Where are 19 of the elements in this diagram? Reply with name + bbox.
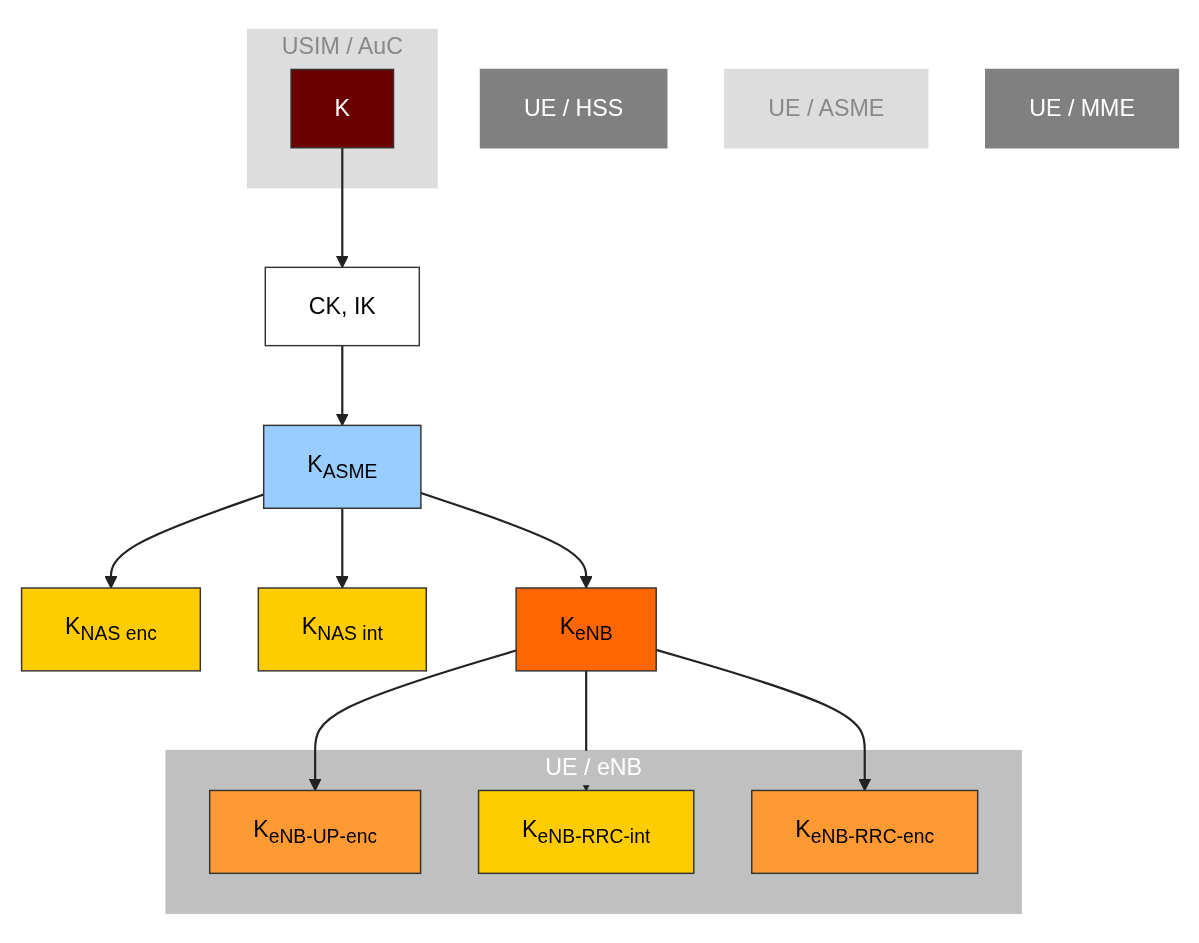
node-box: UE / ASME (723, 68, 928, 149)
arrow (335, 508, 349, 589)
arrow (420, 492, 593, 589)
arrow (655, 648, 871, 792)
arrow (308, 649, 516, 792)
arrow (104, 493, 264, 589)
node-box: K$_{eNB-RRC-int}$ (477, 789, 694, 875)
node-box: K (289, 68, 394, 149)
node-box: K$_{NAS enc}$ (20, 587, 201, 672)
node-box: CK, IK (264, 266, 420, 347)
node-box: K$_{eNB}$ (514, 587, 657, 672)
node-box: UE / HSS (479, 68, 667, 149)
node-box: UE / MME (984, 68, 1179, 149)
node-box: K$_{eNB-RRC-enc}$ (750, 789, 978, 875)
arrow (335, 147, 349, 268)
node-box: K$_{eNB-UP-enc}$ (208, 789, 421, 875)
node-box: K$_{ASME}$ (262, 424, 422, 510)
node-box: K$_{NAS int}$ (257, 587, 427, 672)
arrow (335, 345, 349, 427)
